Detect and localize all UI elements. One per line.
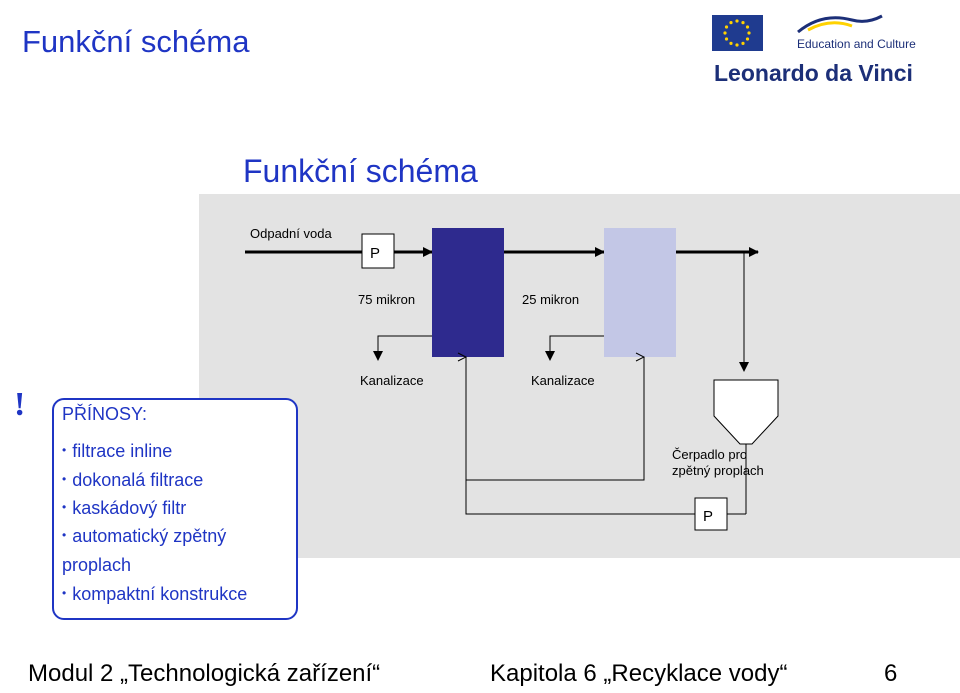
inlet-label: Odpadní voda (250, 226, 332, 241)
filter-25-micron (604, 228, 676, 357)
benefits-box (52, 398, 298, 620)
bullet-icon: • (62, 586, 67, 600)
inlet-pump-symbol: P (370, 245, 380, 262)
drain2-line (545, 335, 604, 361)
benefit-item: •kaskádový filtr (62, 498, 187, 518)
backwash-tank (713, 379, 779, 445)
backwash-pump-symbol: P (703, 508, 713, 525)
inlet-pump-box (361, 233, 395, 269)
bullet-icon: • (62, 500, 67, 514)
benefits-title: PŘÍNOSY: (62, 404, 148, 424)
filter-75-micron (432, 228, 504, 357)
benefit-item: •automatický zpětný (62, 526, 227, 546)
page-number: 6 (884, 660, 898, 687)
backwash-pump-label-1: Čerpadlo pro (672, 447, 747, 462)
bullet-icon: • (62, 472, 67, 486)
benefit-item: •filtrace inline (62, 441, 173, 461)
drain2-label: Kanalizace (531, 373, 595, 388)
drain1-label: Kanalizace (360, 373, 424, 388)
diagram-title: Funkční schéma (243, 153, 478, 189)
logo-block (712, 6, 922, 90)
leonardo-da-vinci-label: Leonardo da Vinci (714, 60, 913, 86)
eu-logo-icon (712, 14, 883, 51)
drain1-line (373, 335, 432, 361)
diagram-background (199, 194, 960, 558)
footer-chapter: Kapitola 6 „Recyklace vody“ (490, 660, 788, 687)
benefit-item: •kompaktní konstrukce (62, 584, 248, 604)
filter1-label: 75 mikron (358, 292, 415, 307)
backwash-return-line (465, 357, 695, 515)
benefit-item-continuation: proplach (62, 555, 132, 575)
backwash-branch-line (466, 357, 644, 481)
backwash-pump-label-2: zpětný proplach (672, 463, 764, 478)
filter2-label: 25 mikron (522, 292, 579, 307)
exclamation-icon: ! (14, 386, 26, 423)
benefit-item: •dokonalá filtrace (62, 470, 204, 490)
bullet-icon: • (62, 528, 67, 542)
slide-title: Funkční schéma (22, 24, 250, 59)
education-culture-label: Education and Culture (797, 37, 916, 51)
bullet-icon: • (62, 443, 67, 457)
footer-module: Modul 2 „Technologická zařízení“ (28, 660, 381, 687)
